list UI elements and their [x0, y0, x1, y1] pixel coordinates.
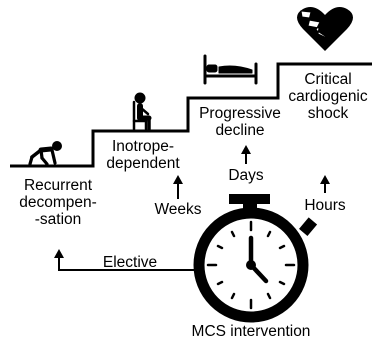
stage-1-line-1: Recurrent [23, 177, 93, 194]
stage-label-inotrope-dependent: Inotrope- dependent [93, 138, 193, 172]
staircase-line [10, 62, 372, 168]
stage-1-line-3: -sation [34, 211, 82, 228]
stage-4-line-2: cardiogenic [288, 88, 368, 105]
stopwatch-icon [193, 194, 318, 323]
days-arrow [241, 145, 251, 164]
stage-2-line-1: Inotrope- [111, 138, 175, 155]
hospital-bed-icon [203, 54, 258, 85]
elective-arrow [54, 249, 196, 271]
seated-person-icon [132, 92, 152, 131]
broken-heart-lightning-icon [297, 7, 353, 51]
stage-2-line-2: dependent [106, 155, 180, 172]
stage-3-line-2: decline [215, 122, 265, 139]
stage-4-line-1: Critical [304, 71, 352, 88]
stage-1-line-2: decompen- [19, 194, 97, 211]
hours-arrow [320, 175, 330, 193]
timeframe-hours: Hours [304, 197, 346, 214]
stage-4-line-3: shock [307, 105, 349, 122]
stage-label-recurrent-decompensation: Recurrent decompen- -sation [8, 177, 108, 228]
stage-label-critical-cardiogenic-shock: Critical cardiogenic shock [280, 71, 376, 122]
timeframe-days: Days [228, 167, 264, 184]
stage-label-progressive-decline: Progressive decline [190, 105, 290, 139]
mcs-intervention-label: MCS intervention [191, 323, 311, 340]
weeks-arrow [173, 175, 183, 199]
timeframe-weeks: Weeks [154, 201, 202, 218]
crawling-person-icon [28, 141, 62, 166]
stage-3-line-1: Progressive [199, 105, 281, 122]
timeframe-elective: Elective [102, 254, 158, 271]
